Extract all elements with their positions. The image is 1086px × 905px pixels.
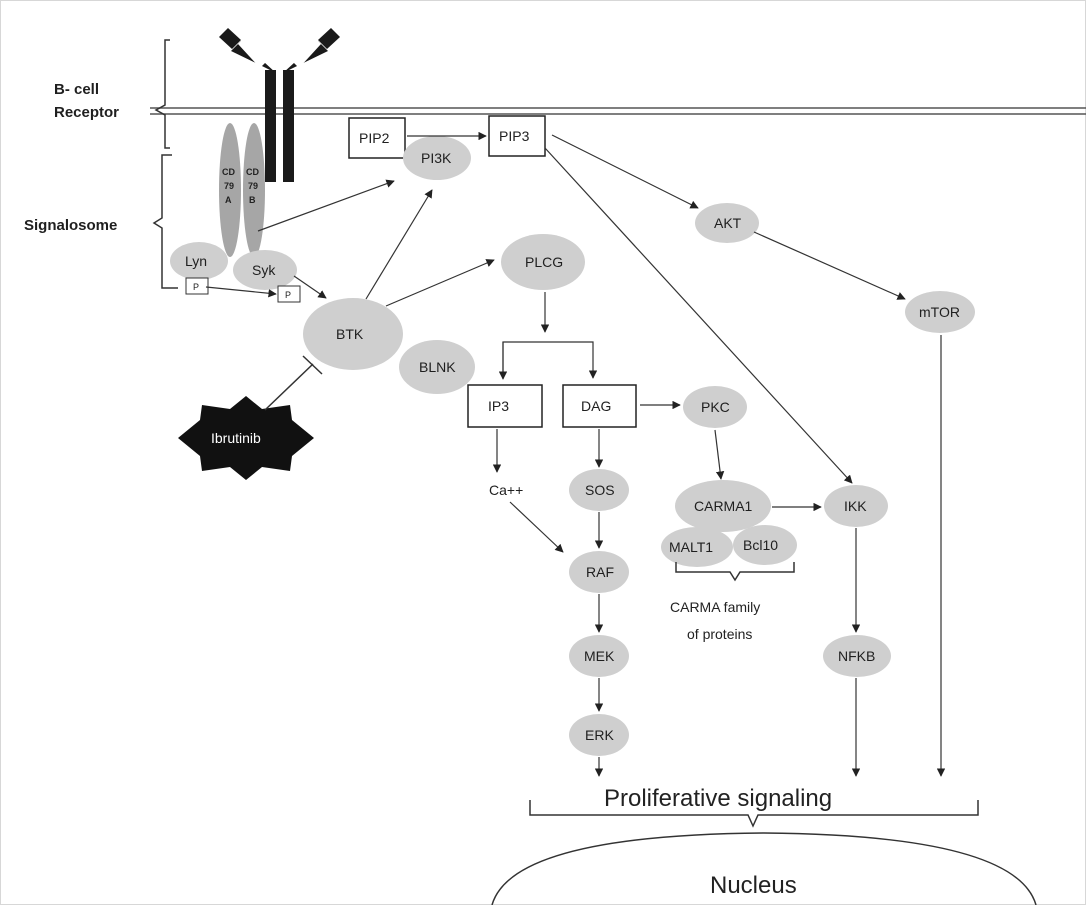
sos-label: SOS: [585, 482, 615, 498]
akt-node: [695, 203, 759, 243]
phospho-label-2: P: [285, 290, 291, 300]
carma-family-label-1: CARMA family: [670, 599, 760, 615]
ca-label: Ca++: [489, 482, 523, 498]
pip2-label: PIP2: [359, 130, 390, 146]
proliferative-brace: [529, 800, 979, 828]
phospho-label-1: P: [193, 282, 199, 292]
ip3-label: IP3: [488, 398, 509, 414]
nfkb-node: [823, 635, 891, 677]
lyn-node: [170, 242, 228, 280]
cd79a-node: [219, 123, 241, 257]
cd79b-label-1: CD: [246, 167, 259, 177]
ibrutinib-star: [178, 396, 314, 480]
blnk-label: BLNK: [419, 359, 456, 375]
bcl10-node: [733, 525, 797, 565]
bcr-receptor: [219, 28, 340, 182]
pip3-label: PIP3: [499, 128, 530, 144]
cell-membrane: [150, 107, 1086, 115]
receptor-brace: [154, 39, 170, 149]
plcg-label: PLCG: [525, 254, 563, 270]
pi3k-label: PI3K: [421, 150, 452, 166]
phospho-box-1: [185, 277, 209, 295]
blnk-node: [399, 340, 475, 394]
carma1-node: [675, 480, 771, 532]
phospho-box-2: [277, 285, 301, 303]
signalosome-brace: [152, 154, 178, 289]
carma1-label: CARMA1: [694, 498, 753, 514]
btk-node: [303, 298, 403, 370]
sos-node: [569, 469, 629, 511]
malt1-label: MALT1: [669, 539, 713, 555]
lyn-label: Lyn: [185, 253, 207, 269]
signalosome-label: Signalosome: [24, 217, 117, 234]
pi3k-node: [403, 136, 471, 180]
raf-label: RAF: [586, 564, 614, 580]
cd79b-label-2: 79: [248, 181, 258, 191]
pip3-box: [488, 115, 546, 157]
mtor-node: [905, 291, 975, 333]
dag-label: DAG: [581, 398, 611, 414]
dag-box: [562, 384, 637, 428]
syk-node: [233, 250, 297, 290]
raf-node: [569, 551, 629, 593]
plcg-node: [501, 234, 585, 290]
cd79a-label-3: A: [225, 195, 232, 205]
mek-node: [569, 635, 629, 677]
ikk-node: [824, 485, 888, 527]
bcell-label-line2: Receptor: [54, 104, 119, 121]
pip2-box: [348, 117, 406, 159]
carma-family-label-2: of proteins: [687, 626, 752, 642]
erk-label: ERK: [585, 727, 614, 743]
pkc-label: PKC: [701, 399, 730, 415]
ikk-label: IKK: [844, 498, 867, 514]
btk-label: BTK: [336, 326, 364, 342]
syk-label: Syk: [252, 262, 276, 278]
bcell-label-line1: B- cell: [54, 81, 99, 98]
nucleus-label: Nucleus: [710, 872, 797, 899]
akt-label: AKT: [714, 215, 742, 231]
cd79a-label-2: 79: [224, 181, 234, 191]
cd79b-label-3: B: [249, 195, 256, 205]
ibrutinib-label: Ibrutinib: [211, 430, 261, 446]
pathway-arrows: [205, 131, 946, 777]
cd79a-label-1: CD: [222, 167, 235, 177]
pkc-node: [683, 386, 747, 428]
mek-label: MEK: [584, 648, 615, 664]
cd79b-node: [243, 123, 265, 257]
carma-brace: [675, 562, 795, 582]
nucleus-outline: [491, 832, 1037, 905]
malt1-node: [661, 527, 733, 567]
nfkb-label: NFKB: [838, 648, 875, 664]
ip3-box: [467, 384, 543, 428]
mtor-label: mTOR: [919, 304, 960, 320]
bcl10-label: Bcl10: [743, 537, 778, 553]
ibrutinib-inhibition: [264, 355, 323, 411]
erk-node: [569, 714, 629, 756]
proliferative-label: Proliferative signaling: [604, 785, 832, 812]
